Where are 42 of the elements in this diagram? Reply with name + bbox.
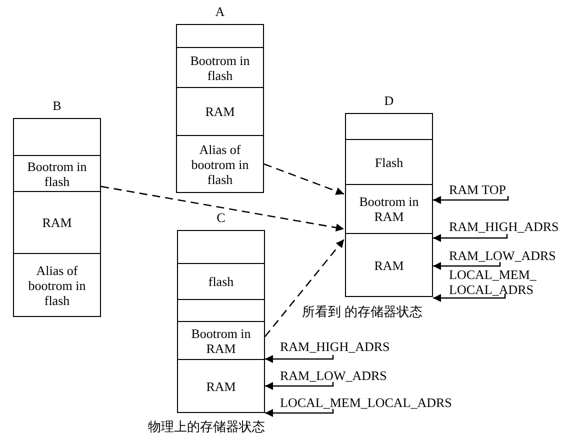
address-label: RAM_HIGH_ADRS bbox=[449, 219, 571, 234]
memory-region: Bootrom in RAM bbox=[177, 321, 265, 360]
memory-region: Flash bbox=[345, 139, 433, 185]
memory-region: Alias of bootrom in flash bbox=[176, 135, 264, 193]
memory-region: RAM bbox=[177, 359, 265, 413]
pointer-arrow bbox=[265, 409, 334, 417]
column-heading: D bbox=[383, 93, 395, 109]
column-heading: A bbox=[214, 4, 226, 20]
memory-region: RAM bbox=[176, 87, 264, 136]
memory-region bbox=[177, 299, 265, 322]
memory-map bbox=[176, 4, 264, 193]
dashed-arrow bbox=[264, 163, 344, 195]
pointer-arrow bbox=[433, 196, 509, 204]
memory-region: RAM bbox=[345, 233, 433, 297]
pointer-arrow bbox=[265, 382, 334, 390]
pointer-arrow bbox=[433, 234, 508, 242]
pointer-arrow bbox=[265, 355, 334, 363]
dashed-arrow bbox=[100, 186, 344, 232]
dashed-arrow bbox=[264, 238, 344, 338]
column-heading: C bbox=[216, 210, 226, 226]
address-label: RAM TOP bbox=[449, 182, 511, 196]
memory-region: Bootrom in RAM bbox=[345, 184, 433, 234]
memory-region: Alias of bootrom in flash bbox=[13, 253, 101, 317]
caption-text: 物理上的存储器状态 bbox=[148, 418, 265, 436]
pointer-arrow bbox=[433, 262, 501, 270]
address-label: RAM_LOW_ADRS bbox=[449, 248, 561, 262]
memory-region bbox=[176, 24, 264, 48]
column-heading: B bbox=[52, 98, 62, 114]
address-label: LOCAL_MEM_ LOCAL_ADRS bbox=[449, 267, 549, 294]
memory-region bbox=[177, 230, 265, 264]
address-label: RAM_LOW_ADRS bbox=[280, 368, 392, 382]
memory-region: RAM bbox=[13, 191, 101, 254]
memory-region: Bootrom in flash bbox=[176, 47, 264, 88]
memory-region bbox=[345, 113, 433, 140]
caption-text: 所看到 的存储器状态 bbox=[302, 303, 422, 321]
memory-region: flash bbox=[177, 263, 265, 300]
address-label: RAM_HIGH_ADRS bbox=[280, 339, 402, 355]
memory-map bbox=[177, 210, 265, 413]
memory-region: Bootrom in flash bbox=[13, 155, 101, 192]
address-label: LOCAL_MEM_LOCAL_ADRS bbox=[280, 395, 495, 409]
memory-region bbox=[13, 118, 101, 156]
pointer-arrow bbox=[433, 294, 506, 302]
